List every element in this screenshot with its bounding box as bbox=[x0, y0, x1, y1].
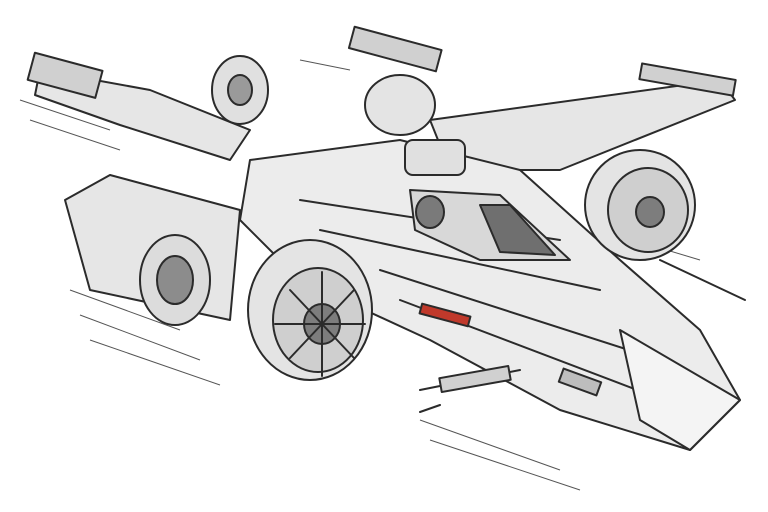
right-engine bbox=[364, 74, 696, 261]
rear-engine bbox=[64, 174, 241, 326]
cockpit bbox=[404, 139, 571, 261]
left-engine bbox=[247, 239, 373, 381]
upper-wing-left bbox=[26, 51, 269, 161]
cannons bbox=[419, 259, 746, 413]
